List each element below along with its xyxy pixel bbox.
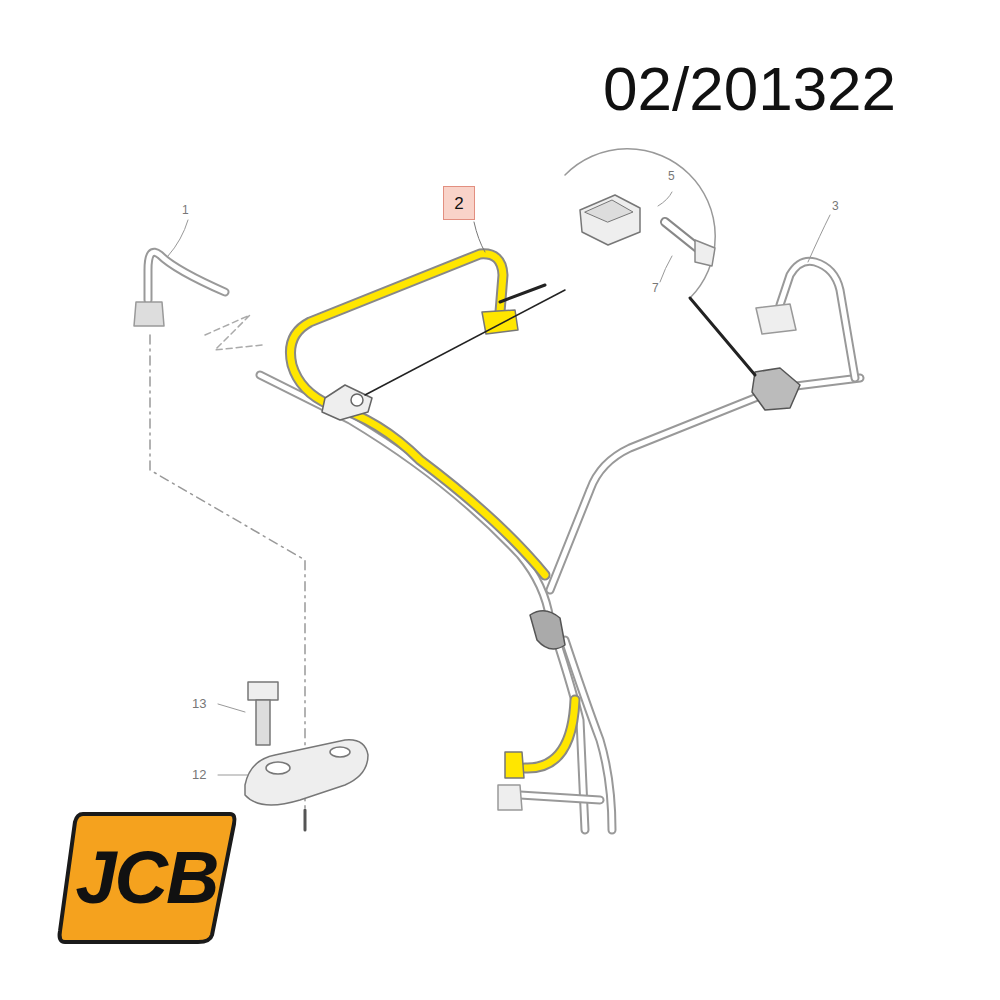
part-number: 02/201322	[603, 58, 896, 120]
callout-number: 5	[668, 170, 675, 182]
callout-number: 3	[832, 200, 839, 212]
callout-number: 7	[652, 282, 659, 294]
node-text: JCB	[75, 841, 217, 915]
node-text: 2	[454, 195, 463, 212]
callout-number: 12	[192, 768, 206, 781]
callout-number: 1	[182, 204, 189, 216]
jcb-logo: JCB	[55, 810, 238, 945]
callout-number: 13	[192, 697, 206, 710]
callout-box: 2	[443, 186, 475, 220]
